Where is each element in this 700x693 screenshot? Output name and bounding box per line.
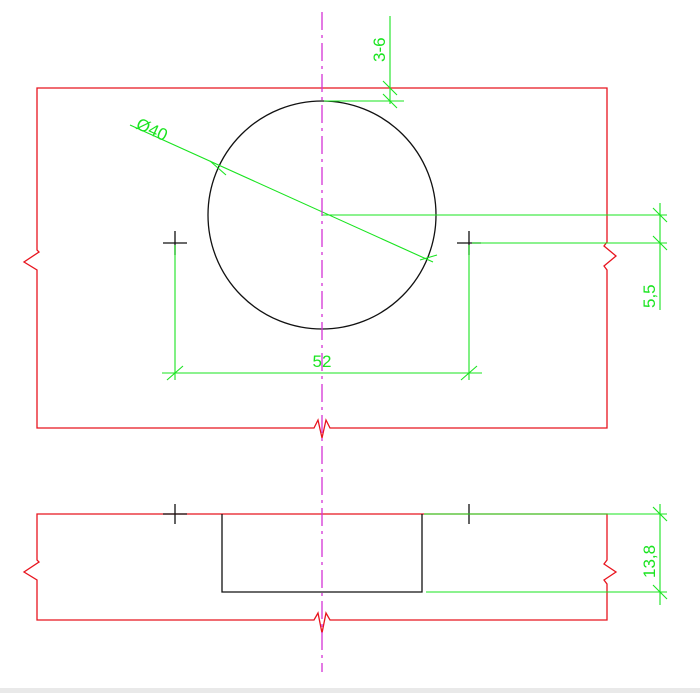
section-view-panel-outline (22, 513, 618, 634)
cup-pocket-section (221, 514, 423, 593)
top-view-panel-outline (22, 87, 618, 439)
edge-distance-dimension: 3-6 (324, 16, 404, 109)
screw-offset-label: 5,5 (640, 284, 659, 308)
cup-depth-label: 13,8 (640, 545, 659, 578)
diameter-dimension: Ø40 (129, 114, 438, 263)
screw-offset-dimension: 5,5 (322, 203, 668, 310)
edge-distance-label: 3-6 (370, 37, 389, 62)
bottom-edge-bar (0, 688, 700, 693)
section-screw-marker-left (163, 504, 187, 524)
cup-depth-dimension: 13,8 (424, 504, 668, 605)
